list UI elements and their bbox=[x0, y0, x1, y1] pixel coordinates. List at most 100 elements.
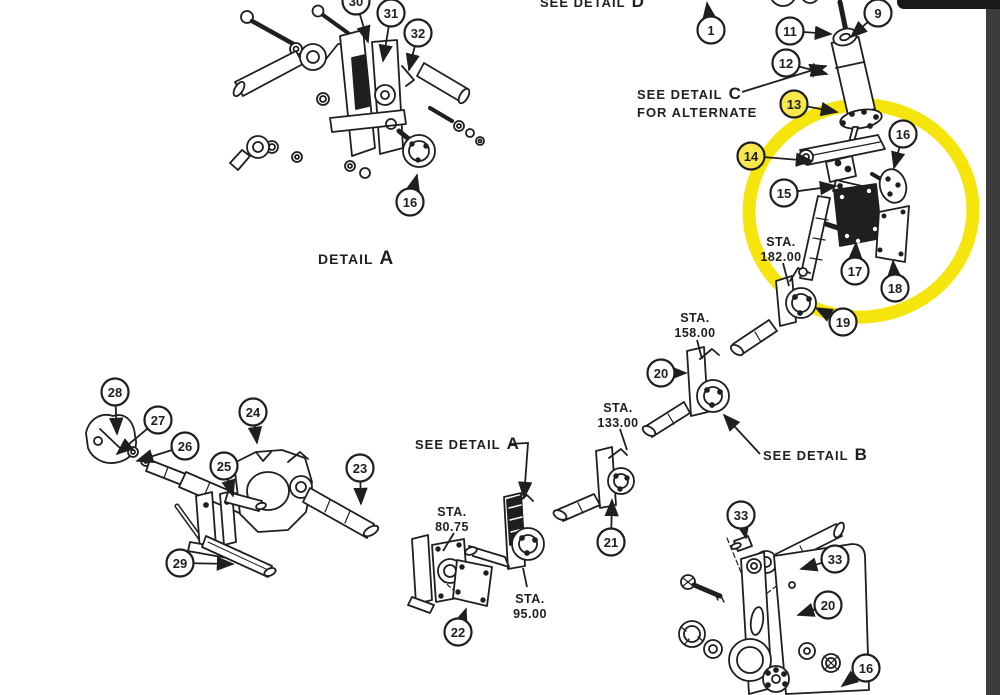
path-art-shape bbox=[833, 183, 883, 247]
circle-art-shape bbox=[844, 165, 852, 173]
tspan-art-shape: SEE DETAIL bbox=[763, 448, 849, 463]
callout-33: 33 bbox=[820, 544, 850, 574]
circle-art-shape bbox=[344, 160, 356, 172]
circle-art-shape bbox=[453, 120, 465, 132]
circle-art-shape bbox=[802, 0, 818, 4]
circle-art-shape bbox=[299, 43, 327, 71]
path-art-shape bbox=[825, 155, 857, 183]
line-art-shape bbox=[713, 591, 719, 601]
line-art-shape bbox=[697, 636, 704, 642]
circle-art-shape bbox=[885, 176, 891, 182]
line-art-shape bbox=[321, 13, 350, 35]
line-art-shape bbox=[754, 331, 762, 343]
callout-leader-28-18 bbox=[109, 405, 124, 436]
callout-number-1: 1 bbox=[707, 23, 714, 38]
callout-number-12: 12 bbox=[779, 56, 793, 71]
callout-number-24: 24 bbox=[246, 405, 261, 420]
circle-art-shape bbox=[873, 114, 879, 120]
callout-33: 33 bbox=[726, 500, 756, 530]
circle-art-shape bbox=[834, 159, 842, 167]
circle-art-shape bbox=[855, 238, 861, 244]
callout-leader-9-7 bbox=[849, 20, 869, 39]
line-art-shape bbox=[324, 499, 331, 513]
callout-leader-16-28 bbox=[840, 670, 860, 688]
callout-leader-33-26 bbox=[799, 557, 823, 572]
circle-art-shape bbox=[798, 267, 808, 277]
callout-number-28: 28 bbox=[108, 385, 122, 400]
sta-182-leader bbox=[782, 262, 790, 287]
callout-circle-21 bbox=[596, 527, 626, 557]
callout-16: 16 bbox=[395, 187, 425, 217]
callout-leader-31-1 bbox=[378, 26, 393, 63]
callout-leader-23-23 bbox=[353, 481, 368, 506]
callout-circle-33 bbox=[726, 500, 756, 530]
circle-art-shape bbox=[480, 597, 486, 603]
callout-leader-18-13 bbox=[887, 259, 902, 278]
circle-art-shape bbox=[456, 123, 462, 129]
callout-circle-33 bbox=[820, 544, 850, 574]
highlight-gap bbox=[936, 110, 963, 137]
circle-art-shape bbox=[797, 310, 803, 316]
sta-158-leader bbox=[696, 339, 703, 360]
callout-leader-19-14 bbox=[814, 307, 834, 322]
line-art-shape bbox=[680, 626, 687, 632]
label-for-alternate: FOR ALTERNATE bbox=[637, 105, 757, 120]
callout-number-14: 14 bbox=[744, 149, 759, 164]
ellipse-art-shape bbox=[878, 168, 908, 204]
circle-art-shape bbox=[127, 446, 139, 458]
callout-number-23: 23 bbox=[353, 461, 367, 476]
callout-28: 28 bbox=[100, 377, 130, 407]
sta-80-leader bbox=[442, 532, 455, 552]
circle-art-shape bbox=[532, 537, 538, 543]
circle-art-shape bbox=[704, 387, 710, 393]
line-art-shape bbox=[682, 577, 694, 587]
callout-12: 12 bbox=[771, 48, 801, 78]
path-art-shape bbox=[452, 559, 493, 607]
line-art-shape bbox=[508, 504, 522, 509]
ellipse-art-shape bbox=[552, 509, 568, 521]
callout-circle-20 bbox=[646, 358, 676, 388]
tspan-art-shape: STA. bbox=[680, 311, 710, 325]
circle-art-shape bbox=[765, 670, 771, 676]
callout-20: 20 bbox=[813, 590, 843, 620]
support-bracket-detail-art bbox=[678, 521, 870, 695]
tspan-art-shape: A bbox=[507, 434, 520, 453]
path-art-shape bbox=[351, 54, 370, 110]
circle-art-shape bbox=[316, 92, 330, 106]
callout-circle-22 bbox=[443, 617, 473, 647]
see-detail-b-leader bbox=[722, 413, 761, 455]
circle-art-shape bbox=[881, 213, 887, 219]
callout-circle-16 bbox=[395, 187, 425, 217]
circle-art-shape bbox=[898, 251, 904, 257]
callout-circle-16 bbox=[888, 119, 918, 149]
callout-circle-9 bbox=[863, 0, 893, 28]
callout-leader-26-20 bbox=[135, 449, 173, 464]
circle-art-shape bbox=[678, 620, 706, 648]
line-art-shape bbox=[809, 257, 823, 261]
ellipse-art-shape bbox=[255, 501, 267, 511]
circle-art-shape bbox=[246, 135, 270, 159]
callout-leader-20-27 bbox=[796, 603, 816, 617]
circle-art-shape bbox=[359, 167, 371, 179]
circle-art-shape bbox=[803, 647, 811, 655]
callout-circle-29 bbox=[165, 548, 195, 578]
path-art-shape bbox=[407, 596, 435, 614]
ellipse-art-shape bbox=[362, 524, 380, 538]
line-art-shape bbox=[509, 516, 523, 521]
callout-circle-17 bbox=[840, 256, 870, 286]
circle-art-shape bbox=[409, 141, 415, 147]
line-art-shape bbox=[691, 582, 723, 599]
callout-leader-30-0 bbox=[356, 13, 371, 44]
line-art-shape bbox=[823, 655, 839, 671]
circle-art-shape bbox=[423, 143, 429, 149]
callout-leader-15-11 bbox=[797, 181, 838, 196]
circle-art-shape bbox=[459, 564, 465, 570]
callout-circle-14 bbox=[736, 141, 766, 171]
circle-art-shape bbox=[455, 589, 461, 595]
circle-art-shape bbox=[867, 123, 873, 129]
circle-art-shape bbox=[93, 436, 103, 446]
callout-leader-17-12 bbox=[848, 241, 863, 260]
circle-art-shape bbox=[435, 546, 441, 552]
